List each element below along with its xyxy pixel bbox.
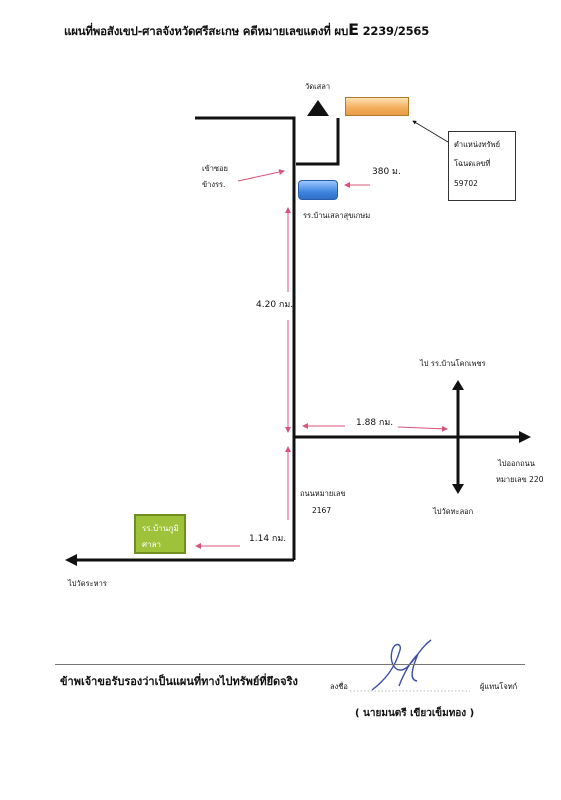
school-green-label-2: ศาลา <box>142 540 161 549</box>
signature-scribble <box>371 639 432 691</box>
divider <box>55 664 525 665</box>
road-alley <box>296 118 340 166</box>
distance-arrow-alley <box>237 169 285 182</box>
property-line-3: 59702 <box>454 179 478 188</box>
distance-188: 1.88 กม. <box>356 418 394 428</box>
map-title: แผนที่พอสังเขป-ศาลจังหวัดศรีสะเกษ คดีหมา… <box>64 22 429 38</box>
school-green-marker: รร.บ้านภูมิ ศาลา <box>134 514 186 554</box>
property-line-1: ตำแหน่งทรัพย์ <box>454 140 500 149</box>
alley-label-1: เข้าซอย <box>202 164 228 173</box>
distance-380: 380 ม. <box>372 167 401 177</box>
title-number: 2239/2565 <box>362 24 430 38</box>
school-label: รร.บ้านเสลาสุขเกษม <box>303 211 371 220</box>
property-pointer <box>412 120 449 143</box>
alley-label-2: ข้างรร. <box>202 180 226 189</box>
temple-label: วัดเสลา <box>305 82 331 91</box>
sign-label: ลงชื่อ <box>330 682 348 691</box>
road-label-2: 2167 <box>312 506 332 515</box>
property-info-box: ตำแหน่งทรัพย์ โฉนดเลขที่ 59702 <box>448 131 516 201</box>
signer-name: ( นายมนตรี เขียวเข็มทอง ) <box>355 708 475 719</box>
property-marker <box>345 97 409 116</box>
to-temple-c-label: ไปวัดระหาร <box>68 579 107 588</box>
road-label-1: ถนนหมายเลข <box>300 489 346 498</box>
certification-statement: ข้าพเจ้าขอรับรองว่าเป็นแผนที่ทางไปทรัพย์… <box>60 675 298 688</box>
arrow-south <box>452 484 464 494</box>
distance-arrow-188-right <box>397 425 448 432</box>
distance-114: 1.14 กม. <box>249 534 287 544</box>
to-temple-b-label: ไปวัดทะลอก <box>433 507 474 516</box>
to-road-label-1: ไปออกถนน <box>498 459 535 468</box>
road-main <box>195 116 296 560</box>
to-school-label: ไป รร.บ้านโคกเพชร <box>420 359 486 368</box>
to-road-label-2: หมายเลข 220 <box>496 475 544 484</box>
distance-420: 4.20 กม. <box>256 300 294 310</box>
title-letter: E <box>348 20 359 39</box>
school-marker <box>298 180 338 200</box>
temple-icon <box>307 100 329 116</box>
school-green-label-1: รร.บ้านภูมิ <box>142 524 179 533</box>
signer-role: ผู้แทนโจทก์ <box>480 682 518 691</box>
title-text: แผนที่พอสังเขป-ศาลจังหวัดศรีสะเกษ คดีหมา… <box>64 24 349 38</box>
property-line-2: โฉนดเลขที่ <box>454 159 491 168</box>
arrow-north <box>452 380 464 390</box>
